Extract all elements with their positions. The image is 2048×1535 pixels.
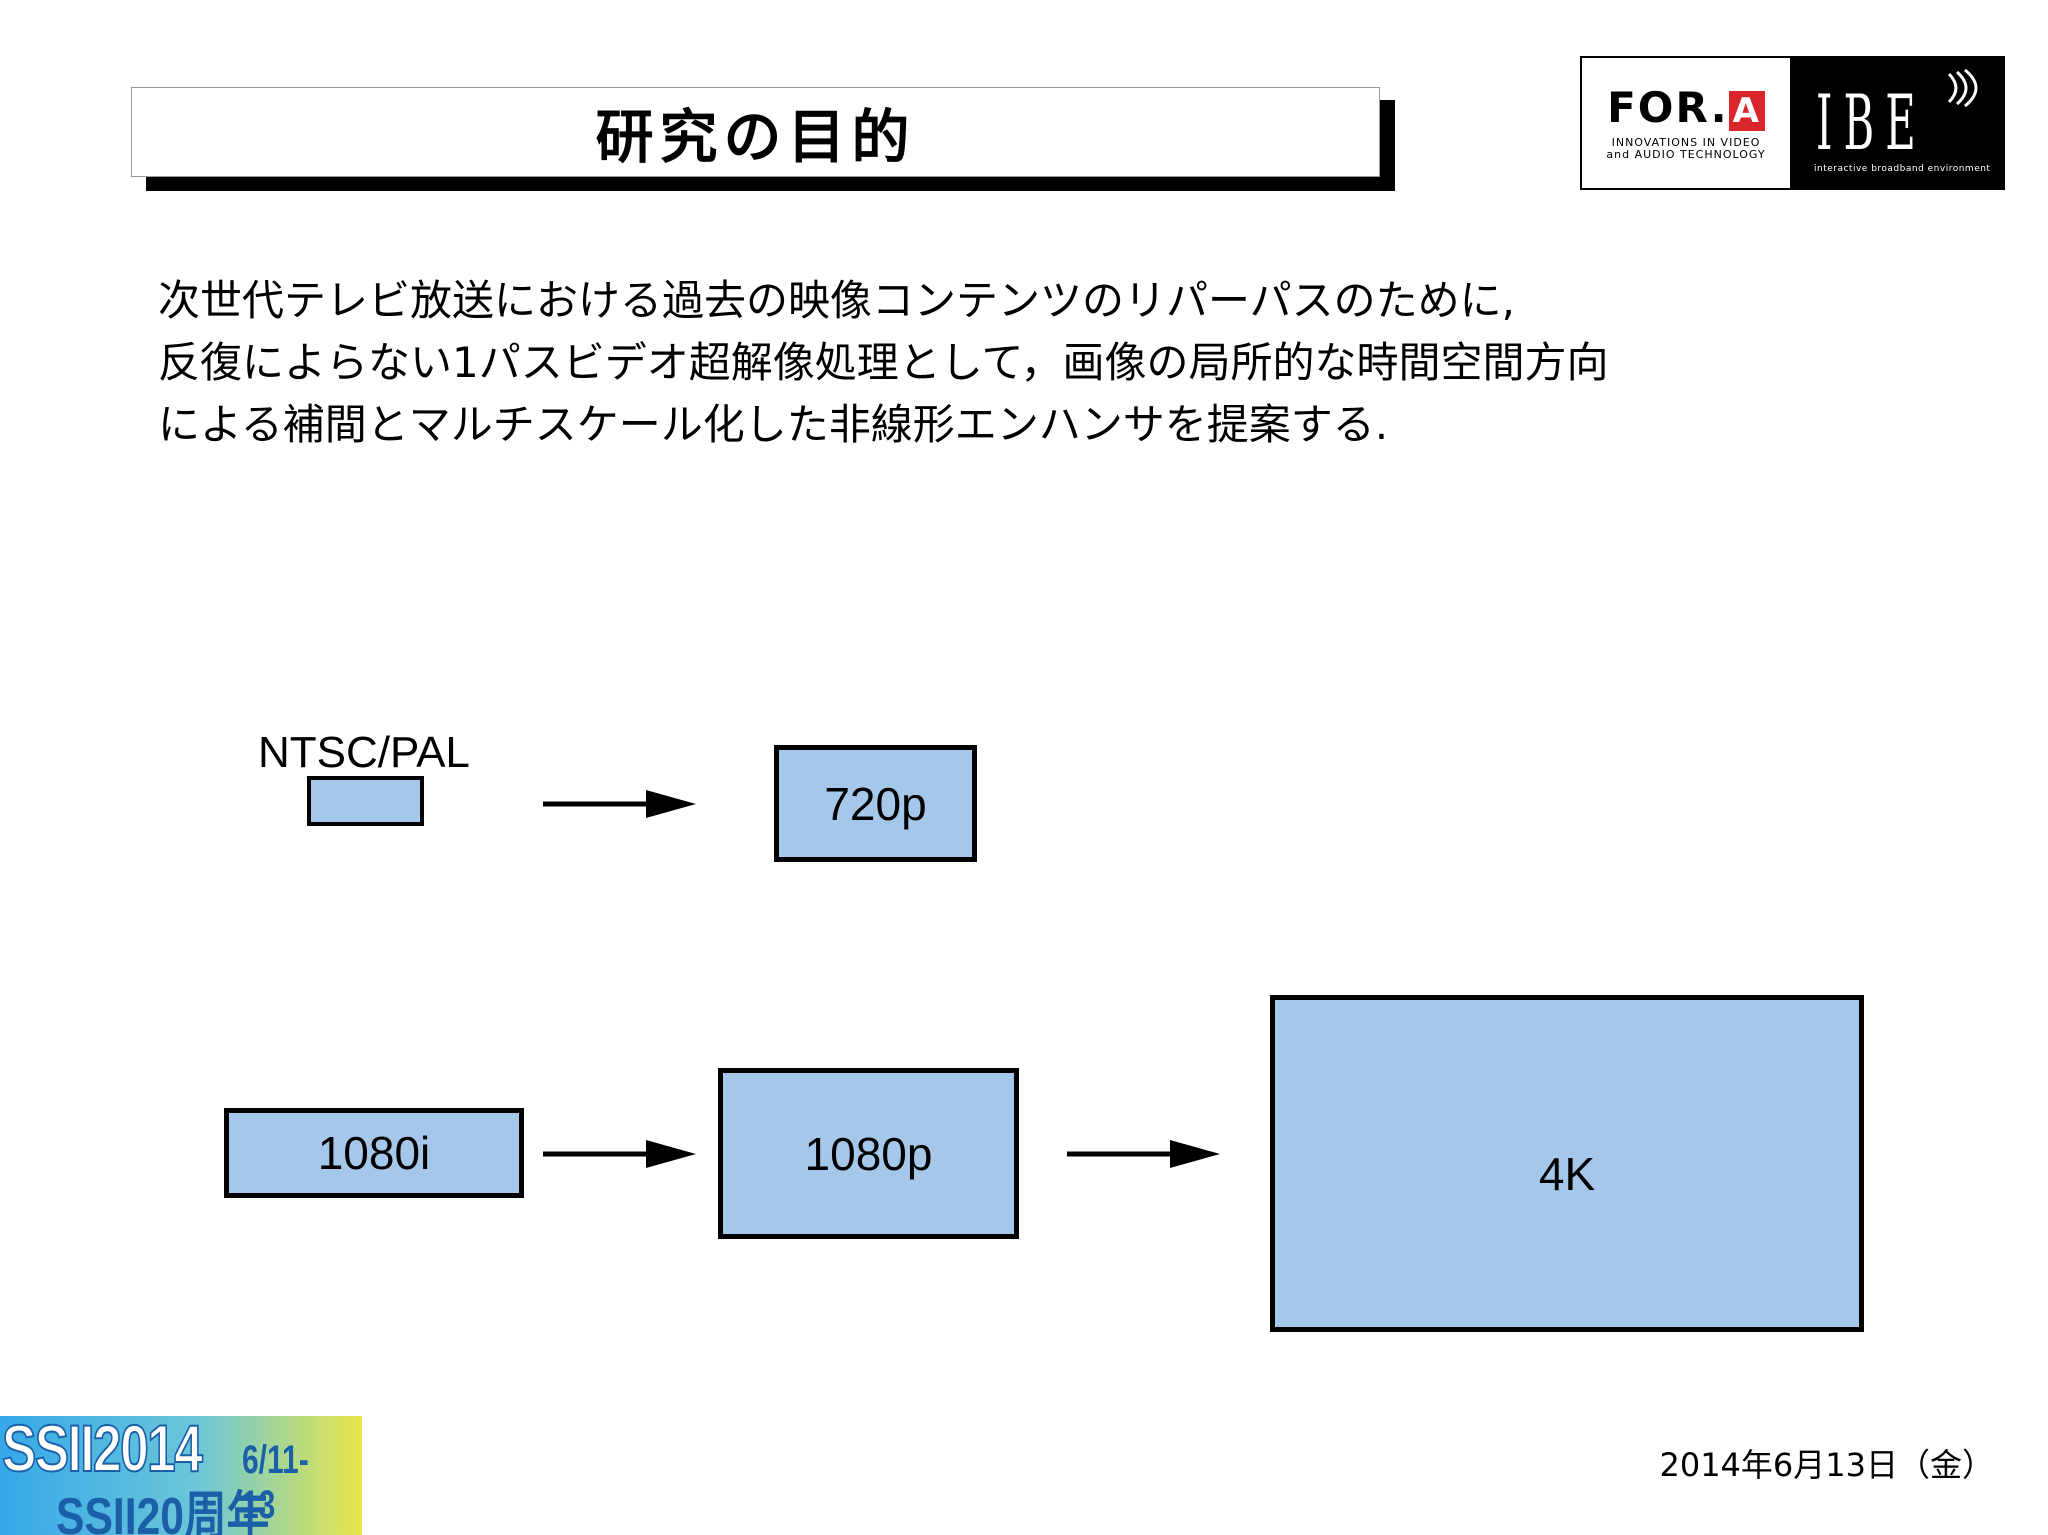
title-box: 研究の目的	[131, 87, 1380, 177]
fora-tagline-2: and AUDIO TECHNOLOGY	[1606, 147, 1766, 161]
ibe-logo: IBE interactive broadband environment	[1790, 58, 2003, 188]
box-1080i-label: 1080i	[317, 1127, 431, 1179]
page-title: 研究の目的	[595, 103, 916, 171]
arrow-1080p-to-4k	[1067, 1140, 1220, 1168]
ntsc-pal-box	[307, 776, 424, 826]
ibe-logo-subtitle: interactive broadband environment	[1814, 164, 1991, 174]
body-text: 次世代テレビ放送における過去の映像コンテンツのリパーパスのために, 反復によらな…	[158, 270, 1958, 456]
wave-icon	[1947, 68, 1978, 108]
sponsor-logo: FOR.A INNOVATIONS IN VIDEO and AUDIO TEC…	[1580, 56, 2005, 190]
fora-tagline-1: INNOVATIONS IN VIDEO	[1611, 135, 1761, 149]
presentation-date: 2014年6月13日（金）	[1659, 1446, 1994, 1484]
ntsc-pal-label: NTSC/PAL	[258, 728, 470, 777]
conference-badge: SSII2014 6/11-13 SSII20周年	[0, 1416, 362, 1535]
ibe-logo-text: IBE	[1816, 78, 1927, 167]
arrow-ntsc-to-720p	[543, 790, 696, 818]
fora-logo-text: FOR.	[1607, 82, 1729, 132]
box-720p: 720p	[774, 745, 977, 862]
box-1080p-label: 1080p	[804, 1127, 933, 1180]
box-4k: 4K	[1270, 995, 1864, 1332]
body-line-3: による補間とマルチスケール化した非線形エンハンサを提案する.	[158, 400, 1389, 449]
body-line-1: 次世代テレビ放送における過去の映像コンテンツのリパーパスのために,	[158, 276, 1515, 325]
box-1080i: 1080i	[224, 1108, 524, 1198]
box-720p-label: 720p	[824, 777, 927, 830]
arrow-1080i-to-1080p	[543, 1140, 696, 1168]
body-line-2: 反復によらない1パスビデオ超解像処理として，画像の局所的な時間空間方向	[158, 338, 1609, 387]
fora-logo: FOR.A INNOVATIONS IN VIDEO and AUDIO TEC…	[1582, 58, 1790, 188]
box-1080p: 1080p	[718, 1068, 1019, 1239]
conference-badge-bottom: SSII20周年	[56, 1488, 270, 1535]
conference-badge-top: SSII2014	[1, 1416, 203, 1486]
fora-logo-alpha: A	[1728, 90, 1765, 131]
box-4k-label: 4K	[1538, 1147, 1596, 1200]
conference-badge-dates: 6/11-13	[242, 1438, 309, 1527]
